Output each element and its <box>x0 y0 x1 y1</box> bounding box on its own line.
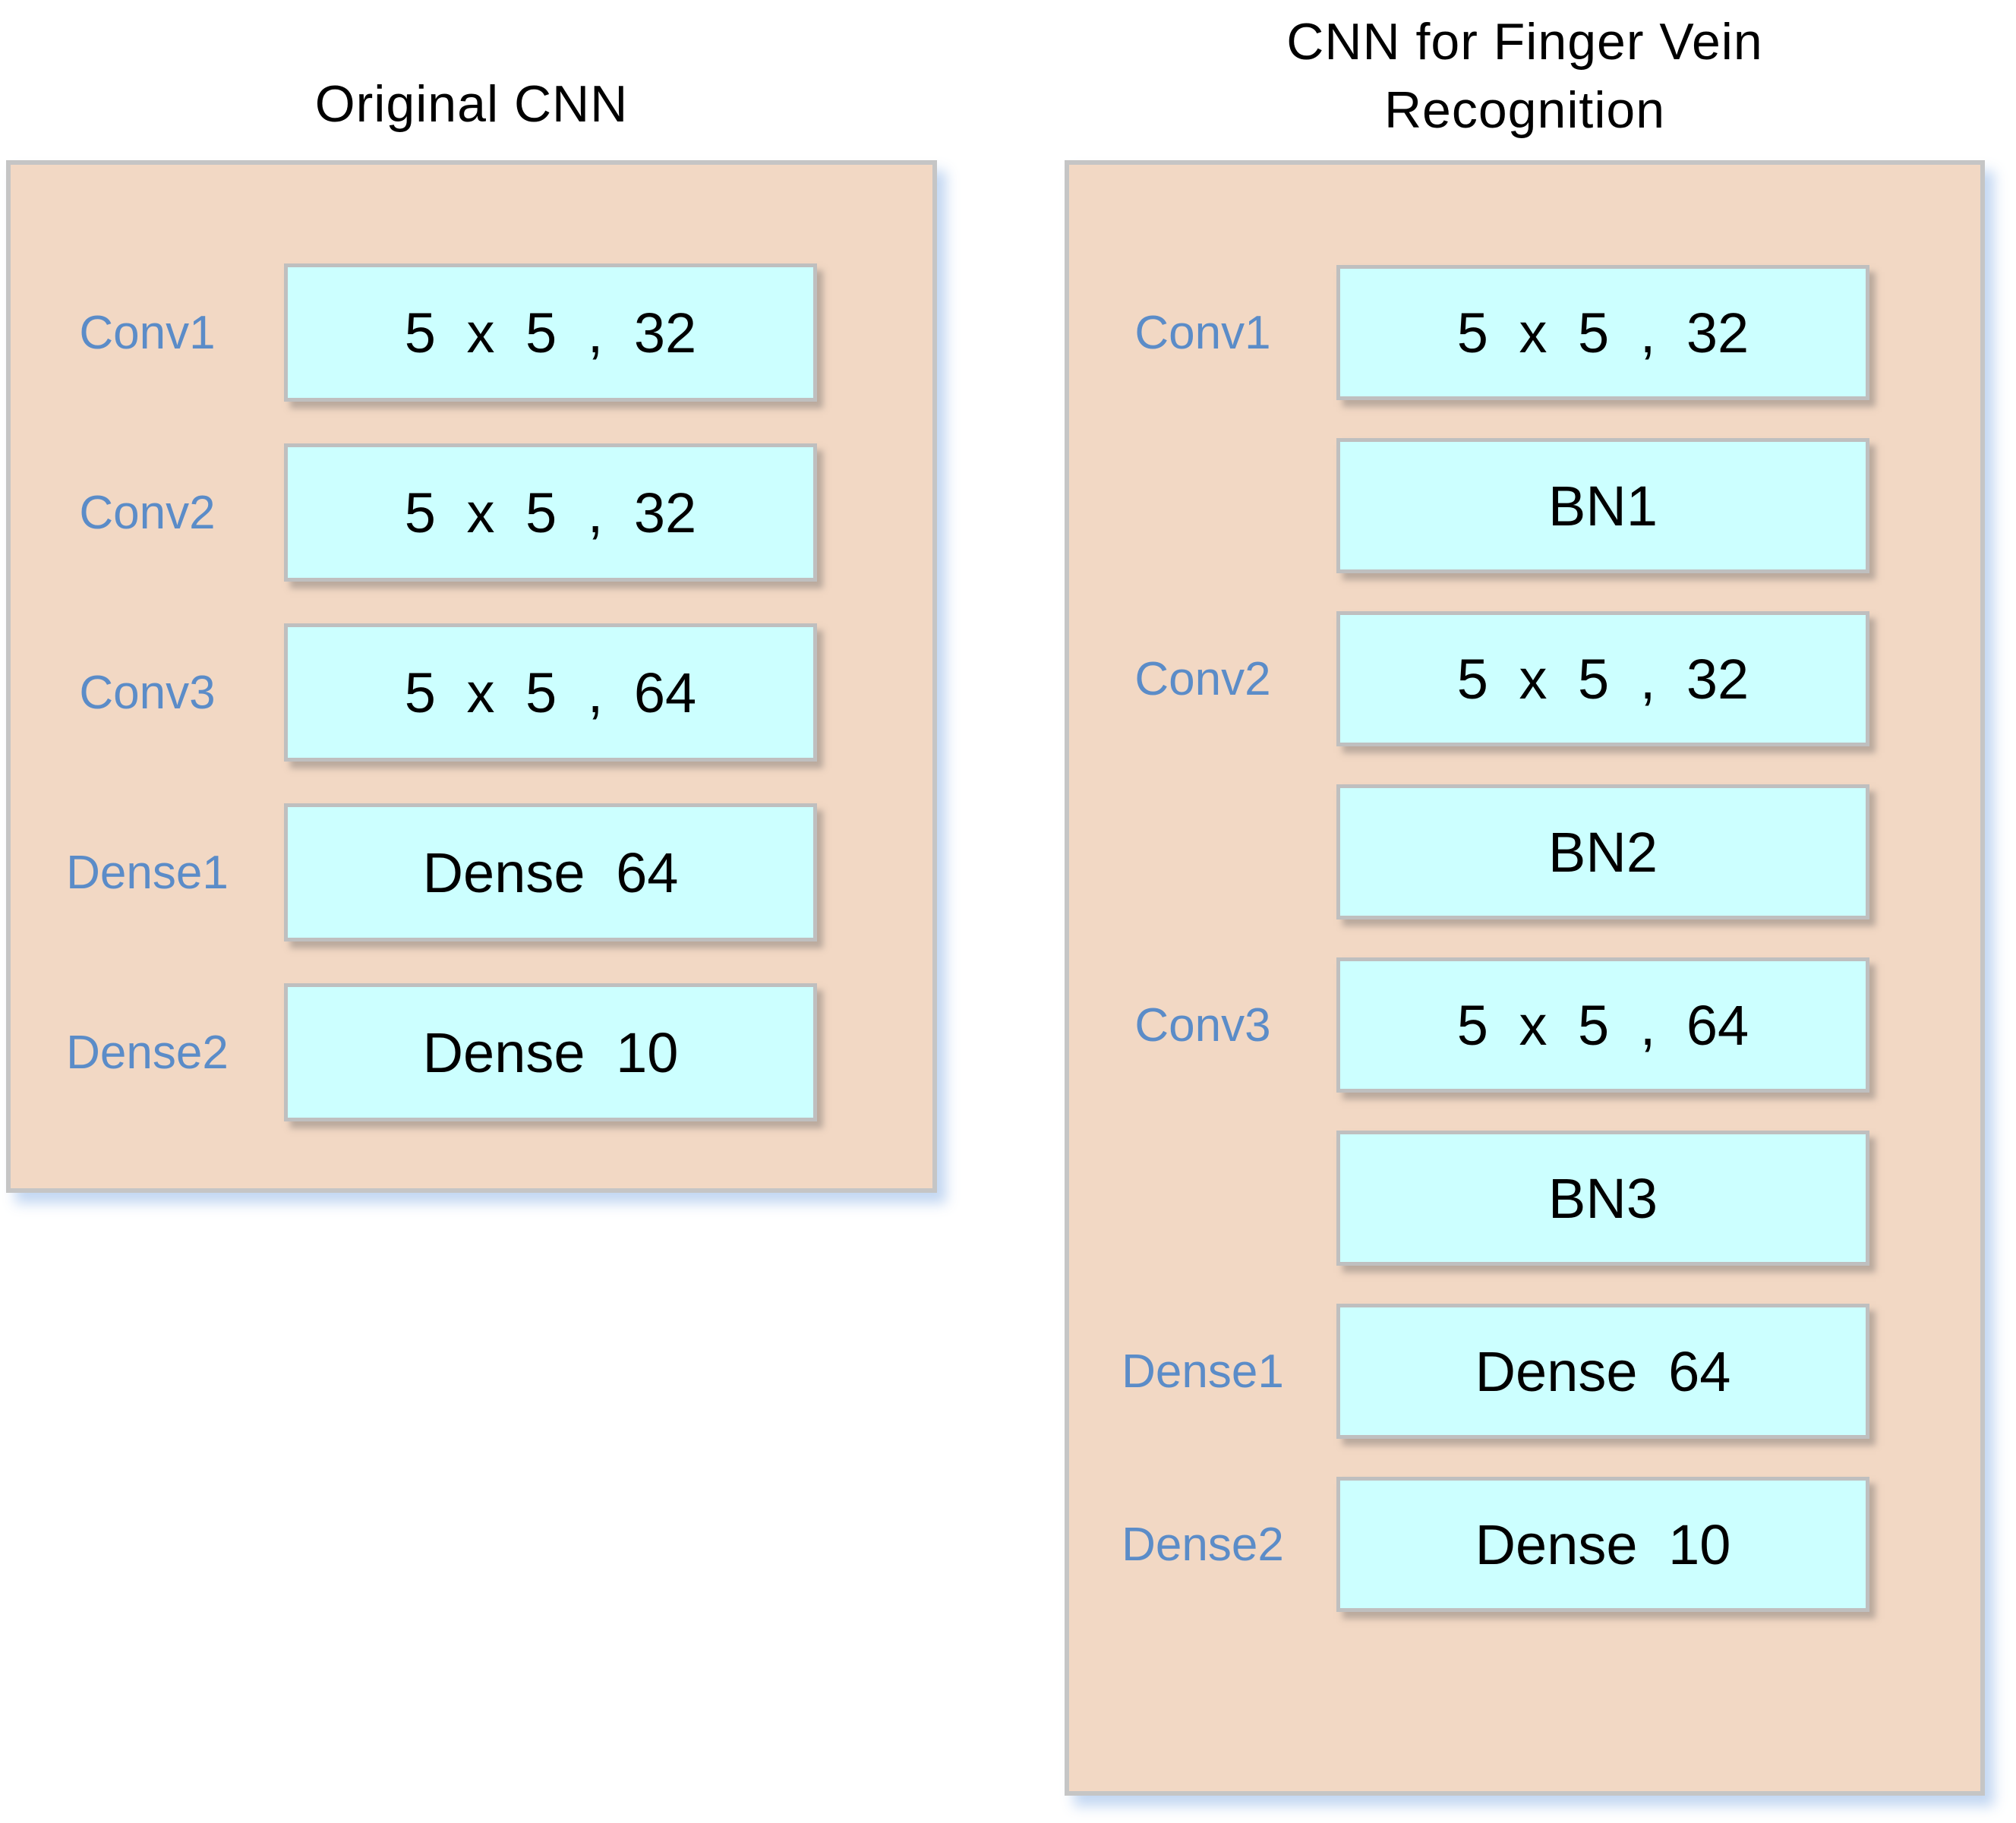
layer-label-conv1: Conv1 <box>1134 306 1271 359</box>
layer-box-dense1: Dense 64 <box>1336 1304 1869 1439</box>
left-row-conv2: Conv2 5 x 5 , 32 <box>11 443 932 582</box>
right-row-bn3: BN3 <box>1069 1131 1980 1266</box>
right-row-conv2: Conv2 5 x 5 , 32 <box>1069 611 1980 746</box>
fingervein-cnn-panel: Conv1 5 x 5 , 32 BN1 Conv2 5 x 5 , 32 BN… <box>1065 160 1985 1796</box>
right-row-conv1: Conv1 5 x 5 , 32 <box>1069 265 1980 400</box>
layer-box-conv1: 5 x 5 , 32 <box>284 263 817 402</box>
original-cnn-title: Original CNN <box>314 75 629 133</box>
original-cnn-panel: Conv1 5 x 5 , 32 Conv2 5 x 5 , 32 Conv3 … <box>6 160 937 1193</box>
layer-box-dense1: Dense 64 <box>284 803 817 941</box>
layer-label-dense1: Dense1 <box>1122 1345 1284 1398</box>
right-row-conv3: Conv3 5 x 5 , 64 <box>1069 957 1980 1093</box>
layer-box-conv3: 5 x 5 , 64 <box>1336 957 1869 1093</box>
left-row-conv1: Conv1 5 x 5 , 32 <box>11 263 932 402</box>
layer-box-dense2: Dense 10 <box>284 983 817 1121</box>
layer-label-dense1: Dense1 <box>66 846 229 899</box>
layer-label-conv3: Conv3 <box>1134 998 1271 1052</box>
layer-label-conv1: Conv1 <box>79 306 216 359</box>
fingervein-cnn-title-line1: CNN for Finger Vein <box>1286 13 1763 71</box>
layer-box-conv3: 5 x 5 , 64 <box>284 623 817 762</box>
layer-label-dense2: Dense2 <box>66 1026 229 1079</box>
layer-box-conv2: 5 x 5 , 32 <box>1336 611 1869 746</box>
right-row-dense1: Dense1 Dense 64 <box>1069 1304 1980 1439</box>
layer-box-bn2: BN2 <box>1336 784 1869 919</box>
left-row-dense1: Dense1 Dense 64 <box>11 803 932 941</box>
layer-label-conv2: Conv2 <box>1134 652 1271 705</box>
layer-label-dense2: Dense2 <box>1122 1518 1284 1571</box>
right-row-dense2: Dense2 Dense 10 <box>1069 1477 1980 1612</box>
right-row-bn2: BN2 <box>1069 784 1980 919</box>
layer-box-bn3: BN3 <box>1336 1131 1869 1266</box>
fingervein-cnn-title: CNN for Finger Vein Recognition <box>1065 8 1985 144</box>
left-row-conv3: Conv3 5 x 5 , 64 <box>11 623 932 762</box>
layer-box-dense2: Dense 10 <box>1336 1477 1869 1612</box>
layer-box-conv1: 5 x 5 , 32 <box>1336 265 1869 400</box>
left-row-dense2: Dense2 Dense 10 <box>11 983 932 1121</box>
fingervein-cnn-title-line2: Recognition <box>1383 81 1666 139</box>
layer-label-conv3: Conv3 <box>79 666 216 719</box>
right-row-bn1: BN1 <box>1069 438 1980 573</box>
layer-box-conv2: 5 x 5 , 32 <box>284 443 817 582</box>
layer-label-conv2: Conv2 <box>79 486 216 539</box>
layer-box-bn1: BN1 <box>1336 438 1869 573</box>
